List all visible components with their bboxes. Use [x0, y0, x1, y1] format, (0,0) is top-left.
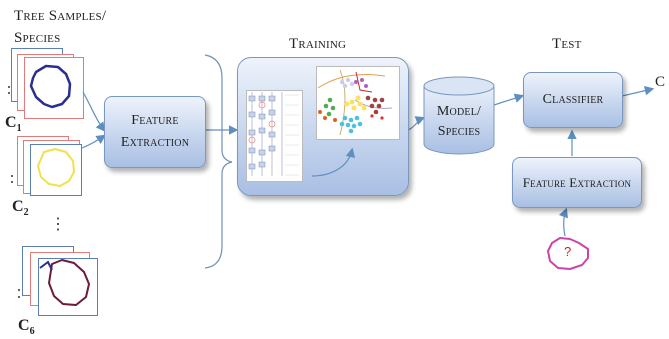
arrow-classifier-to-output: [621, 85, 655, 97]
leaf-contour-c1: [29, 64, 72, 109]
test-title: Test: [552, 36, 582, 52]
class-label-c6: C6: [18, 317, 35, 337]
arrow-training-to-model: [407, 116, 426, 131]
vertical-ellipsis: ⋮: [50, 216, 66, 233]
leaf-contour-c6: [48, 259, 90, 306]
query-mark: ?: [564, 244, 572, 259]
classifier-box[interactable]: Classifier: [523, 72, 623, 128]
tree-samples-title-line1: Tree Samples/: [14, 8, 107, 24]
training-title: Training: [289, 36, 347, 52]
tree-samples-title-line2: Species: [14, 30, 61, 46]
sequence-matrix-image: [246, 90, 303, 182]
tree-samples-title: Tree Samples/ Species: [14, 5, 106, 49]
arrow-query-to-fe: [558, 207, 568, 237]
c6-sub: 6: [29, 326, 35, 338]
class-label-c1: C1: [5, 114, 22, 134]
model-line1: Model/: [436, 104, 482, 119]
leaf-contour-c2: [37, 148, 75, 187]
c2-sub: 2: [23, 207, 29, 219]
feature-extraction-right-box[interactable]: Feature Extraction: [512, 157, 642, 208]
c6-main: C: [18, 317, 30, 334]
fe-left-line2: Extraction: [120, 135, 190, 150]
c2-main: C: [12, 198, 24, 215]
class-label-c2: C2: [12, 198, 29, 218]
arrow-c2-to-fe: [81, 134, 106, 149]
cluster-plot-image: [316, 66, 400, 140]
model-line2: Species: [437, 124, 481, 139]
output-class-label: C: [655, 74, 666, 90]
fe-left-line1: Feature: [131, 113, 179, 128]
training-panel[interactable]: [237, 57, 409, 196]
feature-extraction-left-box[interactable]: Feature Extraction: [104, 96, 206, 168]
c1-main: C: [5, 114, 17, 131]
model-species-cylinder[interactable]: Model/ Species: [423, 76, 495, 156]
c1-sub: 1: [16, 123, 22, 135]
arrow-model-to-classifier: [493, 93, 525, 106]
cylinder-shape: [423, 76, 495, 155]
arrow-c1-to-fe: [82, 91, 106, 132]
grouping-brace: [204, 54, 233, 269]
query-leaf-contour: [547, 237, 589, 270]
